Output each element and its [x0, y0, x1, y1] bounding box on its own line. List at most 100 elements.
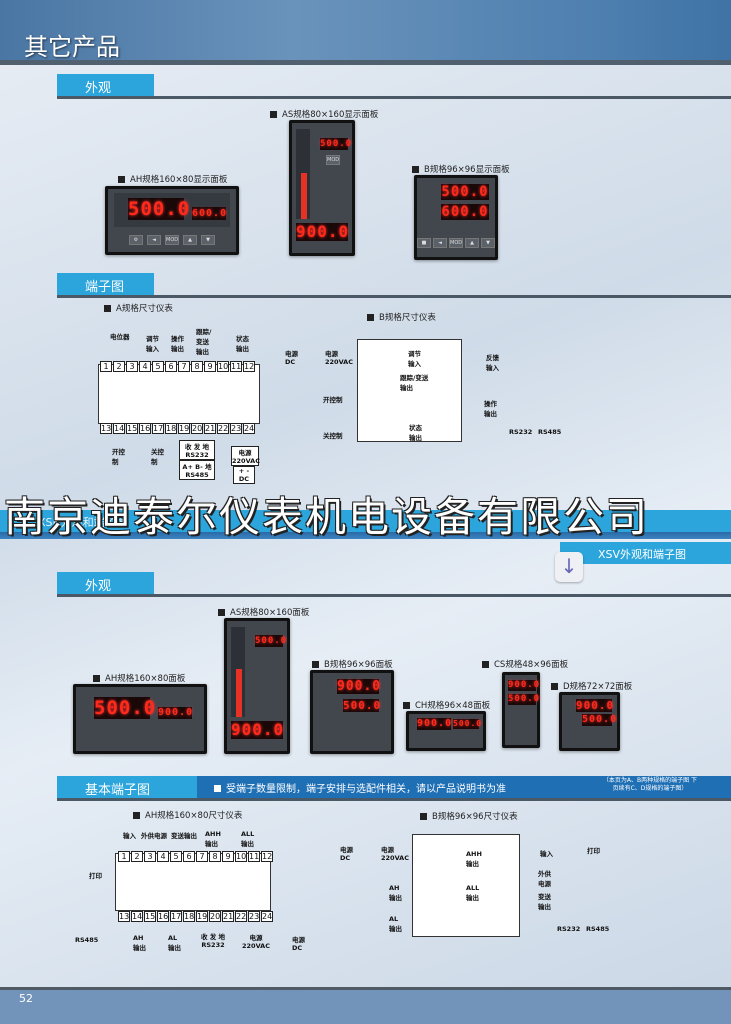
feedback-input-label: 反馈输入 [486, 354, 499, 372]
section-divider [57, 295, 731, 298]
terminal: 23 [230, 423, 242, 434]
terminal: 5 [152, 361, 164, 372]
terminal: 13 [118, 911, 130, 922]
down-key[interactable]: ▼ [201, 235, 215, 245]
terminal: 4 [157, 851, 169, 862]
terminal: 3 [144, 851, 156, 862]
terminal: 1 [100, 361, 112, 372]
page-number: 52 [19, 992, 33, 1005]
b-terminal-diagram [357, 339, 462, 442]
cs-panel: 900.0 500.0 [502, 672, 540, 748]
open-control-label: 开控制 [323, 396, 343, 404]
terminal: 13 [100, 423, 112, 434]
terminal: 6 [183, 851, 195, 862]
ah-display-panel: 500.0 600.0 ⚙ ◄ MOD ▲ ▼ [105, 186, 239, 255]
panel-caption: CH规格96×48面板 [403, 699, 490, 711]
d-panel: 900.0 500.0 [559, 692, 620, 751]
power-ac-box: 电源 220VAC [231, 446, 260, 466]
panel-caption: AS规格80×160显示面板 [270, 108, 378, 120]
down-key[interactable]: ▼ [481, 238, 495, 248]
as-bottom-display: 900.0 [231, 720, 285, 739]
power-dc-label: 电源 DC [340, 846, 353, 862]
mod-key[interactable]: MOD [326, 155, 340, 165]
notice-label: 受端子数量限制，端子安排与选配件相关，请以产品说明书为准 [226, 784, 506, 795]
terminal: 22 [217, 423, 229, 434]
all-output-label: ALL输出 [241, 830, 255, 848]
up-key[interactable]: ▲ [183, 235, 197, 245]
rs485-label: RS485 [75, 936, 99, 944]
operation-output-label: 操作输出 [171, 335, 184, 353]
b-panel: 900.0 500.0 [310, 670, 394, 754]
xsh-band-label: XSH外观和端子图 [38, 516, 127, 529]
terminal: 21 [222, 911, 234, 922]
terminal: 11 [248, 851, 260, 862]
close-control-label: 关控制 [151, 448, 164, 466]
rs485-label: RS485 [586, 925, 610, 933]
status-output-label: 状态输出 [409, 424, 422, 442]
terminal: 20 [191, 423, 203, 434]
left-key[interactable]: ◄ [147, 235, 161, 245]
al-output-label: AL输出 [389, 915, 402, 933]
transmit-output-label: 变送输出 [538, 893, 551, 911]
terminal: 2 [113, 361, 125, 372]
bottom-terminal-row: 13 14 15 16 17 18 19 20 21 22 23 24 [100, 423, 255, 434]
rs232-box: 收 发 地 RS232 [179, 440, 215, 460]
tracking-output-label: 跟踪/变送输出 [196, 328, 212, 356]
al-output-label: AL输出 [168, 934, 181, 952]
terminal: 7 [196, 851, 208, 862]
a-terminal-diagram [98, 364, 260, 424]
display-2: 500.0 [582, 714, 618, 726]
ahh-output-label: AHH输出 [205, 830, 221, 848]
power-dc-label: 电源 DC [292, 936, 305, 952]
potentiometer-label: 电位器 [110, 333, 130, 341]
as-top-display: 500.0 [255, 635, 288, 647]
diagram-caption: B规格96×96尺寸仪表 [420, 810, 518, 822]
panel-caption: B规格96×96显示面板 [412, 163, 510, 175]
terminal: 17 [170, 911, 182, 922]
sub-display: 600.0 [192, 207, 228, 220]
operation-output-label: 操作输出 [484, 400, 497, 418]
terminal: 16 [139, 423, 151, 434]
as-panel: 500.0 900.0 [224, 618, 290, 754]
main-display: 500.0 [128, 198, 191, 220]
terminal: 6 [165, 361, 177, 372]
diagram-caption: A规格尺寸仪表 [104, 302, 173, 314]
band-divider [0, 532, 731, 539]
rs232-label: 收 发 地 RS232 [200, 933, 226, 949]
rs485-box: A+ B- 地 RS485 [179, 460, 215, 480]
section-tab-appearance: 外观 [57, 74, 154, 96]
top-terminal-row: 1 2 3 4 5 6 7 8 9 10 11 12 [118, 851, 273, 862]
panel-caption: B规格96×96面板 [312, 658, 393, 670]
all-output-label: ALL输出 [466, 884, 480, 902]
tracking-output-label: 跟踪/变送输出 [400, 374, 429, 392]
rs232-label: RS232 [557, 925, 581, 933]
power-dc-box: + - DC [233, 466, 255, 484]
terminal: 21 [204, 423, 216, 434]
terminal: 8 [209, 851, 221, 862]
display-1: 500.0 [441, 184, 489, 200]
terminal: 11 [230, 361, 242, 372]
display-1: 900.0 [417, 718, 453, 730]
terminal: 19 [196, 911, 208, 922]
terminal: 3 [126, 361, 138, 372]
b-terminal-diagram-2 [412, 834, 520, 937]
settings-key[interactable]: ⚙ [129, 235, 143, 245]
panel-caption: AH规格160×80面板 [93, 672, 185, 684]
panel-caption: D规格72×72面板 [551, 680, 632, 692]
up-key[interactable]: ▲ [465, 238, 479, 248]
power-dc-label: 电源 DC [285, 350, 298, 366]
external-power-label: 外供电源 [141, 832, 167, 840]
mod-key[interactable]: MOD [449, 238, 463, 248]
terminal-section-bar [57, 776, 731, 798]
ah-output-label: AH输出 [389, 884, 402, 902]
xsh-band [0, 510, 731, 532]
terminal: 24 [243, 423, 255, 434]
left-key[interactable]: ◄ [433, 238, 447, 248]
terminal: 17 [152, 423, 164, 434]
terminal: 20 [209, 911, 221, 922]
set-key[interactable]: ■ [417, 238, 431, 248]
as-top-display: 500.0 [320, 138, 353, 150]
display-2: 500.0 [453, 719, 483, 729]
mod-key[interactable]: MOD [165, 235, 179, 245]
footer-bar [0, 990, 731, 1024]
